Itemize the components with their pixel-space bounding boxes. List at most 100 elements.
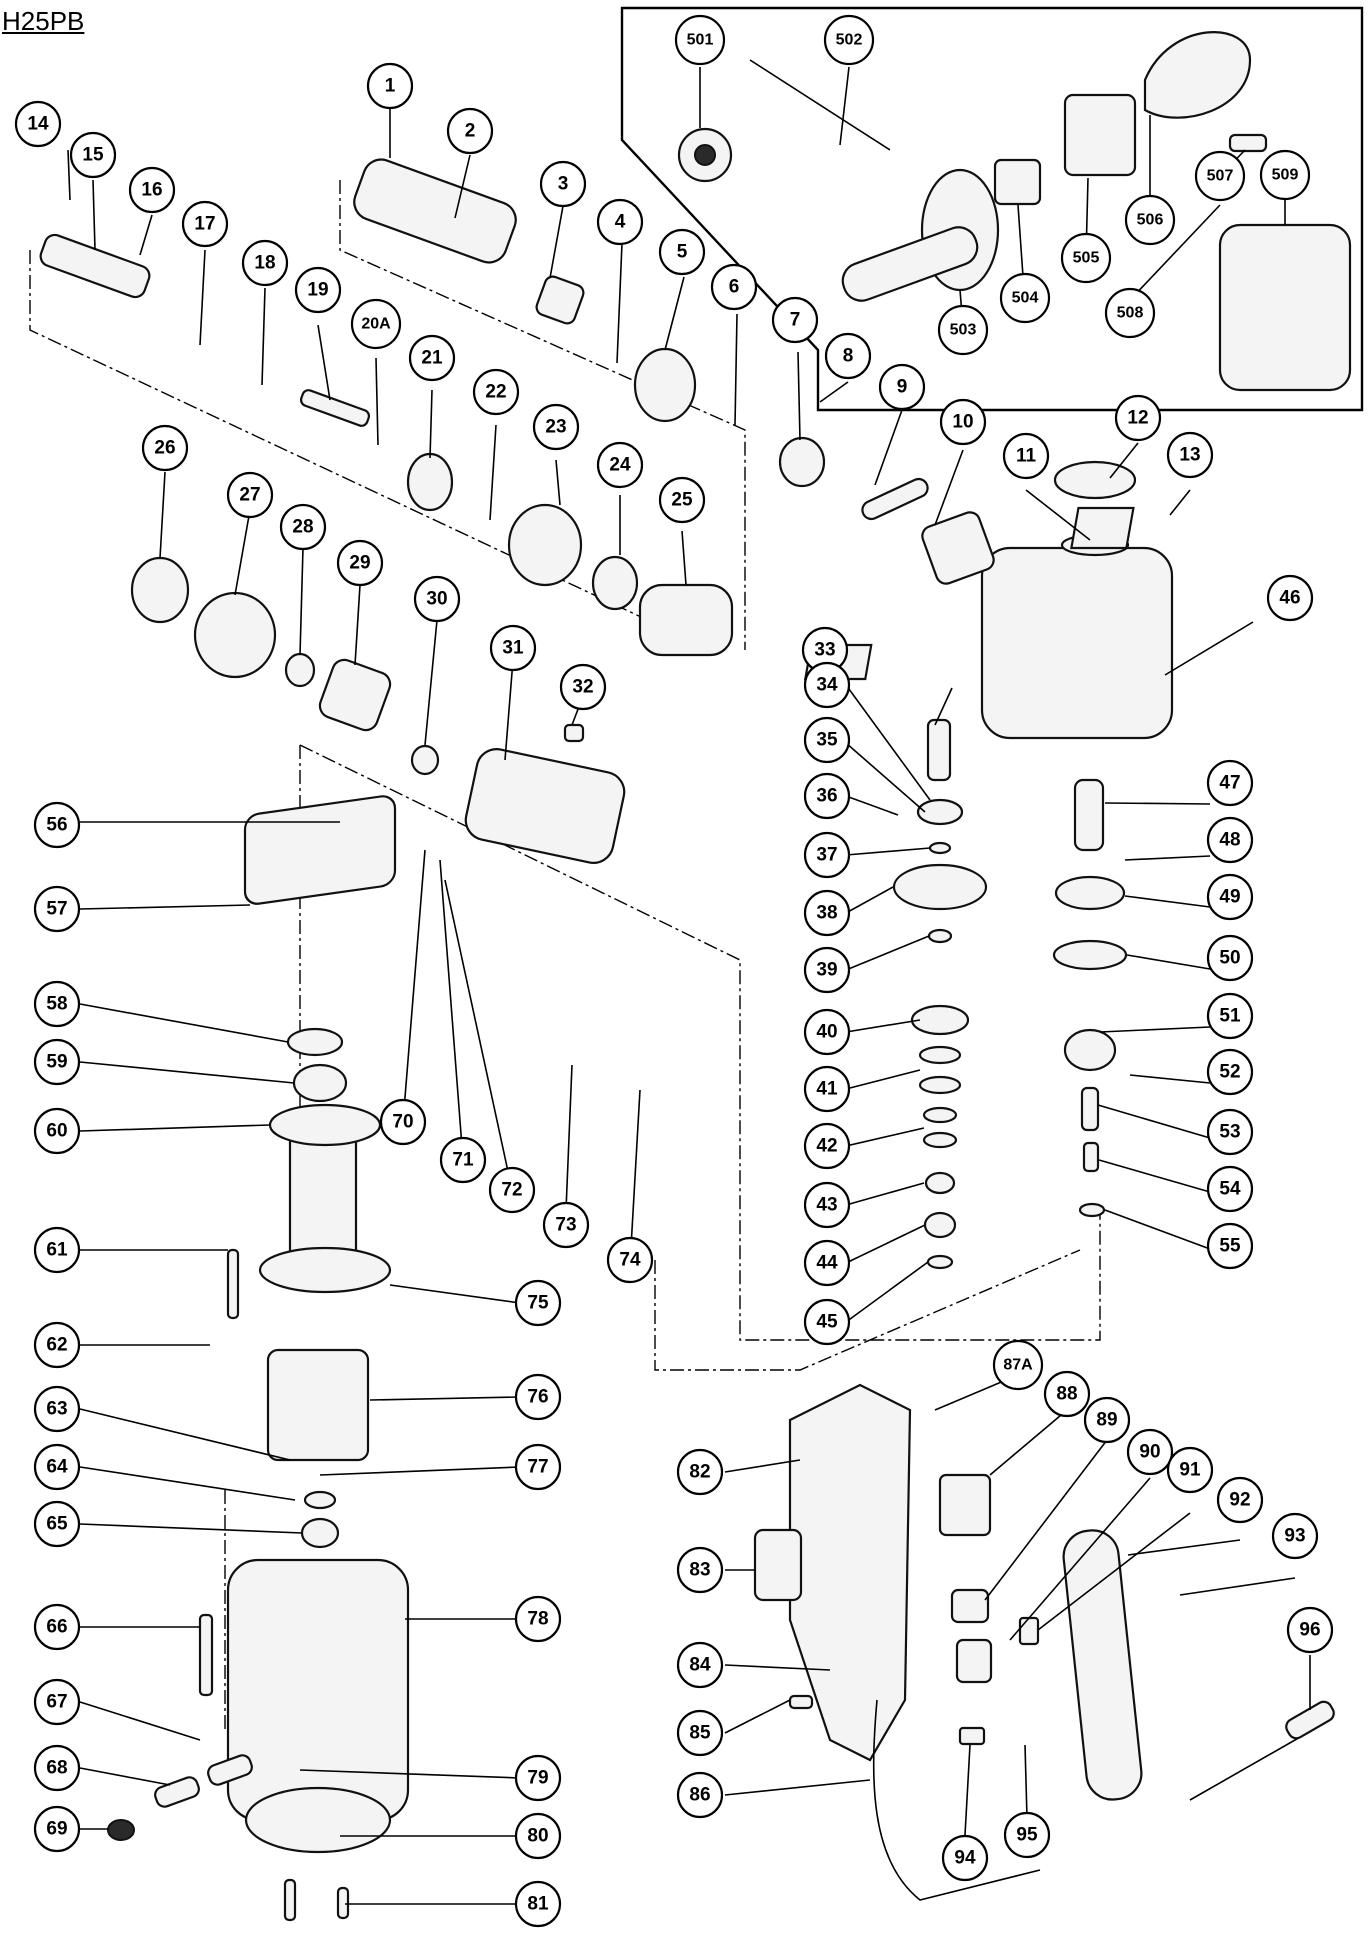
callout-circle xyxy=(33,1107,81,1155)
callout-label: 6 xyxy=(729,277,740,298)
callout-label: 14 xyxy=(27,114,49,135)
callout-89: 89 xyxy=(1083,1396,1131,1444)
callout-label: 61 xyxy=(46,1240,68,1261)
callout-label: 88 xyxy=(1056,1384,1077,1405)
callout-label: 82 xyxy=(689,1462,710,1483)
callout-circle xyxy=(1126,1428,1174,1476)
callout-circle xyxy=(294,266,342,314)
callout-503: 503 xyxy=(937,304,989,356)
callout-79: 79 xyxy=(514,1754,562,1802)
callout-label: 42 xyxy=(816,1136,837,1157)
callout-label: 78 xyxy=(527,1609,548,1630)
callout-circle xyxy=(33,1038,81,1086)
callout-47: 47 xyxy=(1206,759,1254,807)
callout-13: 13 xyxy=(1166,431,1214,479)
callout-label: 64 xyxy=(46,1457,68,1478)
callout-46: 46 xyxy=(1266,574,1314,622)
callout-75: 75 xyxy=(514,1279,562,1327)
callout-label: 65 xyxy=(46,1514,68,1535)
callout-91: 91 xyxy=(1166,1446,1214,1494)
callout-25: 25 xyxy=(658,476,706,524)
callout-label: 7 xyxy=(790,310,801,331)
callout-label: 5 xyxy=(677,242,688,263)
callout-circle xyxy=(674,14,726,66)
callout-circle xyxy=(336,539,384,587)
callout-label: 18 xyxy=(254,253,275,274)
callout-label: 79 xyxy=(527,1768,548,1789)
callout-label: 10 xyxy=(952,412,973,433)
callout-circle xyxy=(472,368,520,416)
callout-85: 85 xyxy=(676,1709,724,1757)
callout-label: 504 xyxy=(1012,290,1039,307)
callout-circle xyxy=(803,772,851,820)
callout-label: 501 xyxy=(687,32,714,49)
callout-circle xyxy=(803,1298,851,1346)
callout-label: 11 xyxy=(1016,446,1037,467)
callout-circle xyxy=(33,1603,81,1651)
callout-8: 8 xyxy=(824,332,872,380)
callout-label: 96 xyxy=(1299,1620,1320,1641)
callout-label: 41 xyxy=(816,1079,838,1100)
callout-circle xyxy=(33,1744,81,1792)
callout-circle xyxy=(14,100,62,148)
callout-label: 93 xyxy=(1284,1526,1305,1547)
callout-53: 53 xyxy=(1206,1108,1254,1156)
callout-7: 7 xyxy=(771,296,819,344)
callout-label: 55 xyxy=(1219,1236,1241,1257)
callout-label: 70 xyxy=(392,1112,413,1133)
callout-78: 78 xyxy=(514,1595,562,1643)
callout-38: 38 xyxy=(803,889,851,937)
callout-39: 39 xyxy=(803,946,851,994)
callout-circle xyxy=(514,1754,562,1802)
callout-circle xyxy=(676,1771,724,1819)
callout-26: 26 xyxy=(141,424,189,472)
callout-64: 64 xyxy=(33,1443,81,1491)
callout-37: 37 xyxy=(803,831,851,879)
callout-51: 51 xyxy=(1206,992,1254,1040)
callout-70: 70 xyxy=(379,1098,427,1146)
callout-label: 67 xyxy=(46,1692,67,1713)
callout-94: 94 xyxy=(941,1834,989,1882)
callout-71: 71 xyxy=(439,1136,487,1184)
callout-60: 60 xyxy=(33,1107,81,1155)
callout-87a: 87A xyxy=(992,1339,1044,1391)
callout-circle xyxy=(596,198,644,246)
callout-58: 58 xyxy=(33,980,81,1028)
callout-42: 42 xyxy=(803,1122,851,1170)
callout-label: 83 xyxy=(689,1560,710,1581)
callout-circle xyxy=(33,1678,81,1726)
accessory-kit-frame xyxy=(620,6,1364,412)
callout-label: 72 xyxy=(501,1180,522,1201)
callout-label: 91 xyxy=(1179,1460,1201,1481)
callout-label: 38 xyxy=(816,903,837,924)
callout-label: 58 xyxy=(46,994,67,1015)
callout-circle xyxy=(413,575,461,623)
callout-66: 66 xyxy=(33,1603,81,1651)
callout-label: 69 xyxy=(46,1819,67,1840)
callout-circle xyxy=(1206,873,1254,921)
callout-circle xyxy=(1194,150,1246,202)
callout-circle xyxy=(366,62,414,110)
callout-circle xyxy=(33,1500,81,1548)
callout-label: 13 xyxy=(1179,445,1200,466)
callout-label: 20A xyxy=(361,316,391,333)
callout-label: 76 xyxy=(527,1387,548,1408)
callout-circle xyxy=(803,1239,851,1287)
callout-50: 50 xyxy=(1206,934,1254,982)
callout-20a: 20A xyxy=(350,298,402,350)
callout-6: 6 xyxy=(710,263,758,311)
callout-circle xyxy=(992,1339,1044,1391)
callout-label: 62 xyxy=(46,1335,67,1356)
callout-circle xyxy=(241,239,289,287)
callout-5: 5 xyxy=(658,228,706,276)
callout-29: 29 xyxy=(336,539,384,587)
callout-label: 50 xyxy=(1219,948,1240,969)
callout-circle xyxy=(710,263,758,311)
callout-80: 80 xyxy=(514,1812,562,1860)
callout-circle xyxy=(33,1321,81,1369)
callout-41: 41 xyxy=(803,1065,851,1113)
callout-label: 509 xyxy=(1272,167,1299,184)
callout-circle xyxy=(226,471,274,519)
gear-stack-part xyxy=(892,718,988,1270)
